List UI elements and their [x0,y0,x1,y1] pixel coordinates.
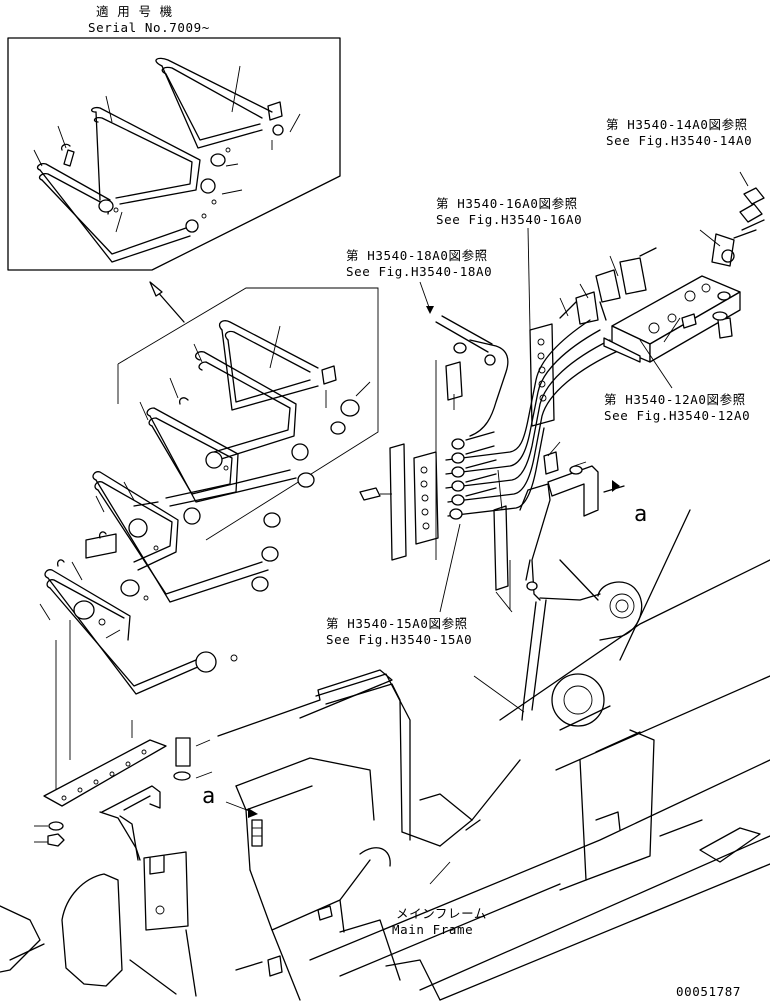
ref-18a0-en[interactable]: See Fig.H3540-18A0 [346,264,493,279]
serial-label-jp: 適 用 号 機 [96,4,173,19]
marker-a-bottom: a [202,784,216,809]
ref-14a0-en[interactable]: See Fig.H3540-14A0 [606,133,753,148]
lower-left-machine [0,811,197,997]
marker-a-right: a [634,502,648,527]
control-valve [559,187,765,363]
ref-18a0-jp[interactable]: 第 H3540-18A0図参照 [346,248,488,263]
valve-leader-lines [559,229,721,343]
serial-label-en: Serial No.7009~ [88,20,210,35]
main-frame-label-jp: メインフレーム [396,906,487,921]
bracket-assembly [497,441,625,721]
inset-leader-lines [33,65,301,233]
ref-15a0-en[interactable]: See Fig.H3540-15A0 [326,632,473,647]
pipe-clamps [359,323,555,591]
main-leader-lines [39,325,371,639]
mounting-plate [34,620,213,847]
main-pipe-bundle-outline [117,287,379,541]
ref-16a0-jp[interactable]: 第 H3540-16A0図参照 [436,196,578,211]
main-fittings [56,365,360,673]
main-pipe-bundle [44,320,319,695]
document-number: 00051787 [676,984,742,999]
main-frame-label-en: Main Frame [392,922,474,937]
inset-arrow [149,281,185,323]
main-frame [217,509,770,1001]
inset-pipes [36,57,284,263]
ref-12a0-en[interactable]: See Fig.H3540-12A0 [604,408,751,423]
ref-15a0-jp[interactable]: 第 H3540-15A0図参照 [326,616,468,631]
center-pipes [435,315,621,560]
inset-frame [7,37,341,271]
section-a-arrow [225,801,263,847]
ref-14a0-jp[interactable]: 第 H3540-14A0図参照 [606,117,748,132]
clip-bracket-lower [101,785,161,813]
reference-leaders [419,171,749,885]
ref-12a0-jp[interactable]: 第 H3540-12A0図参照 [604,392,746,407]
ref-16a0-en[interactable]: See Fig.H3540-16A0 [436,212,583,227]
